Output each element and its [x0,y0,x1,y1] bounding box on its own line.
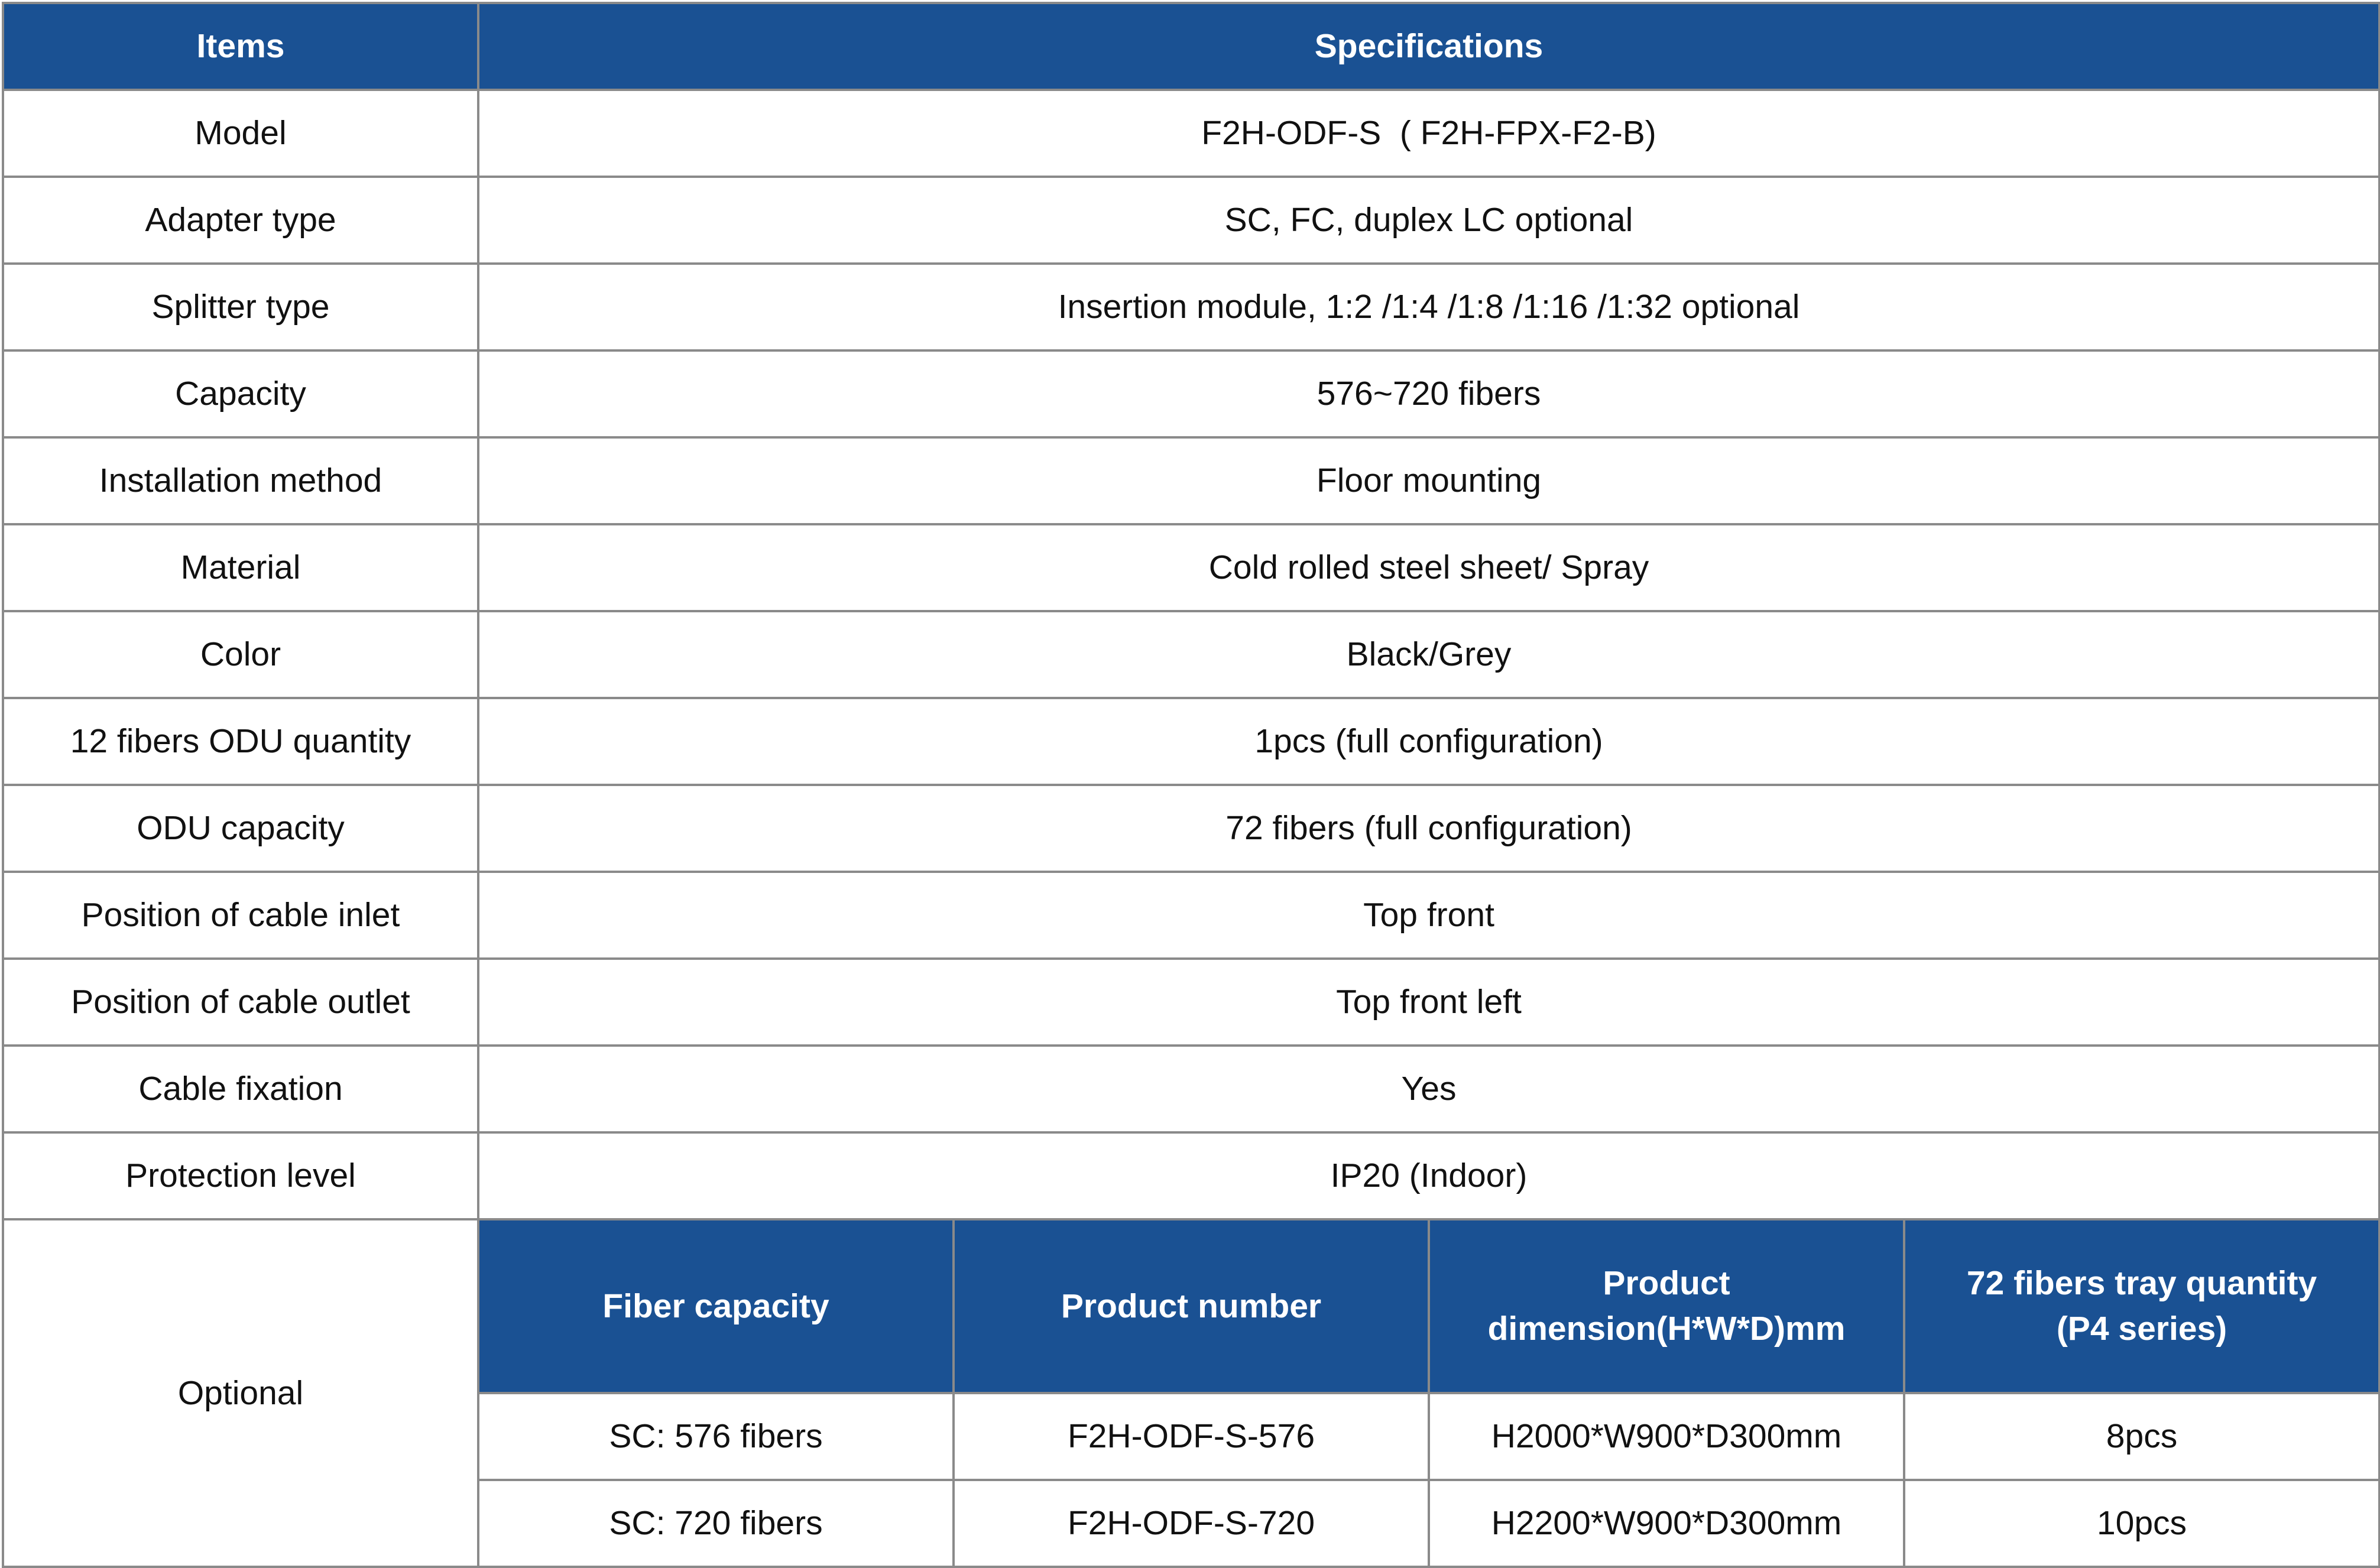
table-row: Material Cold rolled steel sheet/ Spray [2,523,2380,612]
product-dimension-cell: H2200*W900*D300mm [1428,1479,1905,1568]
table-row: ODU capacity 72 fibers (full configurati… [2,784,2380,873]
spec-cell: Top front left [476,957,2380,1047]
spec-cell: Yes [476,1044,2380,1134]
table-row: Splitter type Insertion module, 1:2 /1:4… [2,262,2380,352]
product-number-header: Product number [952,1218,1430,1394]
tray-quantity-cell: 8pcs [1902,1392,2380,1481]
table-row: Protection level IP20 (Indoor) [2,1131,2380,1220]
fiber-capacity-header: Fiber capacity [477,1218,955,1394]
tray-quantity-header-line1: 72 fibers tray quantity [1966,1264,2317,1303]
fiber-capacity-cell: SC: 576 fibers [477,1392,955,1481]
spec-cell: Black/Grey [476,610,2380,699]
spec-cell: F2H-ODF-S ( F2H-FPX-F2-B) [476,89,2380,178]
item-cell: Protection level [2,1131,479,1220]
table-row: Position of cable inlet Top front [2,871,2380,960]
specifications-column-header: Specifications [476,2,2380,91]
optional-table-row: SC: 720 fibers F2H-ODF-S-720 H2200*W900*… [3,1479,2380,1568]
product-dimension-header: Product dimension(H*W*D)mm [1428,1218,1905,1394]
table-row: Position of cable outlet Top front left [2,957,2380,1047]
product-dimension-header-line1: Product [1603,1264,1730,1303]
item-cell: Position of cable inlet [2,871,479,960]
tray-quantity-header-line2: (P4 series) [2056,1310,2227,1348]
table-row: Capacity 576~720 fibers [2,349,2380,439]
table-row: Cable fixation Yes [2,1044,2380,1134]
product-dimension-cell: H2000*W900*D300mm [1428,1392,1905,1481]
spec-cell: 1pcs (full configuration) [476,697,2380,786]
optional-table-row: SC: 576 fibers F2H-ODF-S-576 H2000*W900*… [3,1392,2380,1481]
tray-quantity-header: 72 fibers tray quantity (P4 series) [1902,1218,2380,1394]
spec-cell: Floor mounting [476,436,2380,525]
product-number-cell: F2H-ODF-S-576 [952,1392,1430,1481]
spec-cell: 576~720 fibers [476,349,2380,439]
spec-cell: Cold rolled steel sheet/ Spray [476,523,2380,612]
item-cell: Material [2,523,479,612]
table-row: Installation method Floor mounting [2,436,2380,525]
spec-cell: Insertion module, 1:2 /1:4 /1:8 /1:16 /1… [476,262,2380,352]
product-dimension-header-line2: dimension(H*W*D)mm [1487,1310,1846,1348]
spec-cell: 72 fibers (full configuration) [476,784,2380,873]
table-row: Color Black/Grey [2,610,2380,699]
item-cell: Cable fixation [2,1044,479,1134]
table-row: Model F2H-ODF-S ( F2H-FPX-F2-B) [2,89,2380,178]
item-cell: Capacity [2,349,479,439]
table-header-row: Items Specifications [2,2,2380,91]
spec-cell: IP20 (Indoor) [476,1131,2380,1220]
table-row: Adapter type SC, FC, duplex LC optional [2,176,2380,265]
item-cell: ODU capacity [2,784,479,873]
table-row: 12 fibers ODU quantity 1pcs (full config… [2,697,2380,786]
item-cell: 12 fibers ODU quantity [2,697,479,786]
item-cell: Model [2,89,479,178]
item-cell: Installation method [2,436,479,525]
item-cell: Color [2,610,479,699]
items-column-header: Items [2,2,479,91]
optional-label-cell: Optional [2,1218,479,1568]
fiber-capacity-cell: SC: 720 fibers [477,1479,955,1568]
item-cell: Adapter type [2,176,479,265]
product-number-cell: F2H-ODF-S-720 [952,1479,1430,1568]
spec-cell: SC, FC, duplex LC optional [476,176,2380,265]
spec-cell: Top front [476,871,2380,960]
tray-quantity-cell: 10pcs [1902,1479,2380,1568]
item-cell: Splitter type [2,262,479,352]
optional-subheader-row: Optional Fiber capacity Product number P… [2,1218,2380,1568]
item-cell: Position of cable outlet [2,957,479,1047]
